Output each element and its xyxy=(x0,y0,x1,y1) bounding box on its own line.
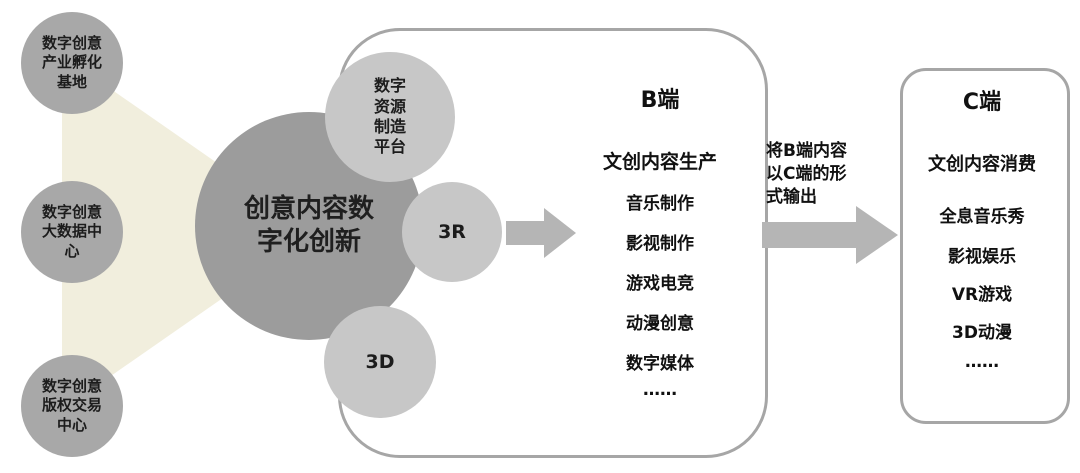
satellite-circle-3d: 3D xyxy=(324,306,436,418)
b-panel-title: B端 xyxy=(640,88,680,113)
c-item: VR游戏 xyxy=(951,285,1013,305)
b-item: 数字媒体 xyxy=(626,354,694,374)
c-panel-subtitle: 文创内容消费 xyxy=(928,154,1036,175)
c-item: 影视娱乐 xyxy=(948,247,1016,267)
left-circle-copyright-center: 数字创意 版权交易 中心 xyxy=(21,355,123,457)
c-panel xyxy=(900,68,1070,424)
transfer-arrow-icon xyxy=(762,206,898,264)
c-item: …… xyxy=(965,352,999,372)
b-item: 音乐制作 xyxy=(626,194,694,214)
left-circle-big-data-center: 数字创意 大数据中 心 xyxy=(21,181,123,283)
b-panel-subtitle: 文创内容生产 xyxy=(602,151,717,173)
c-item: 3D动漫 xyxy=(952,323,1012,343)
satellite-circle-3r: 3R xyxy=(402,182,502,282)
c-item: 全息音乐秀 xyxy=(939,207,1025,227)
left-circle-incubation-base: 数字创意 产业孵化 基地 xyxy=(21,12,123,114)
arrow-to-b-icon xyxy=(506,208,576,258)
satellite-circle-resource-platform: 数字 资源 制造 平台 xyxy=(325,52,455,182)
c-panel-title: C端 xyxy=(962,90,1002,115)
b-item: …… xyxy=(643,380,677,400)
b-item: 动漫创意 xyxy=(626,314,694,334)
b-item: 游戏电竞 xyxy=(626,274,694,294)
transfer-label: 将B端内容 以C端的形 式输出 xyxy=(766,141,847,207)
b-item: 影视制作 xyxy=(626,234,694,254)
